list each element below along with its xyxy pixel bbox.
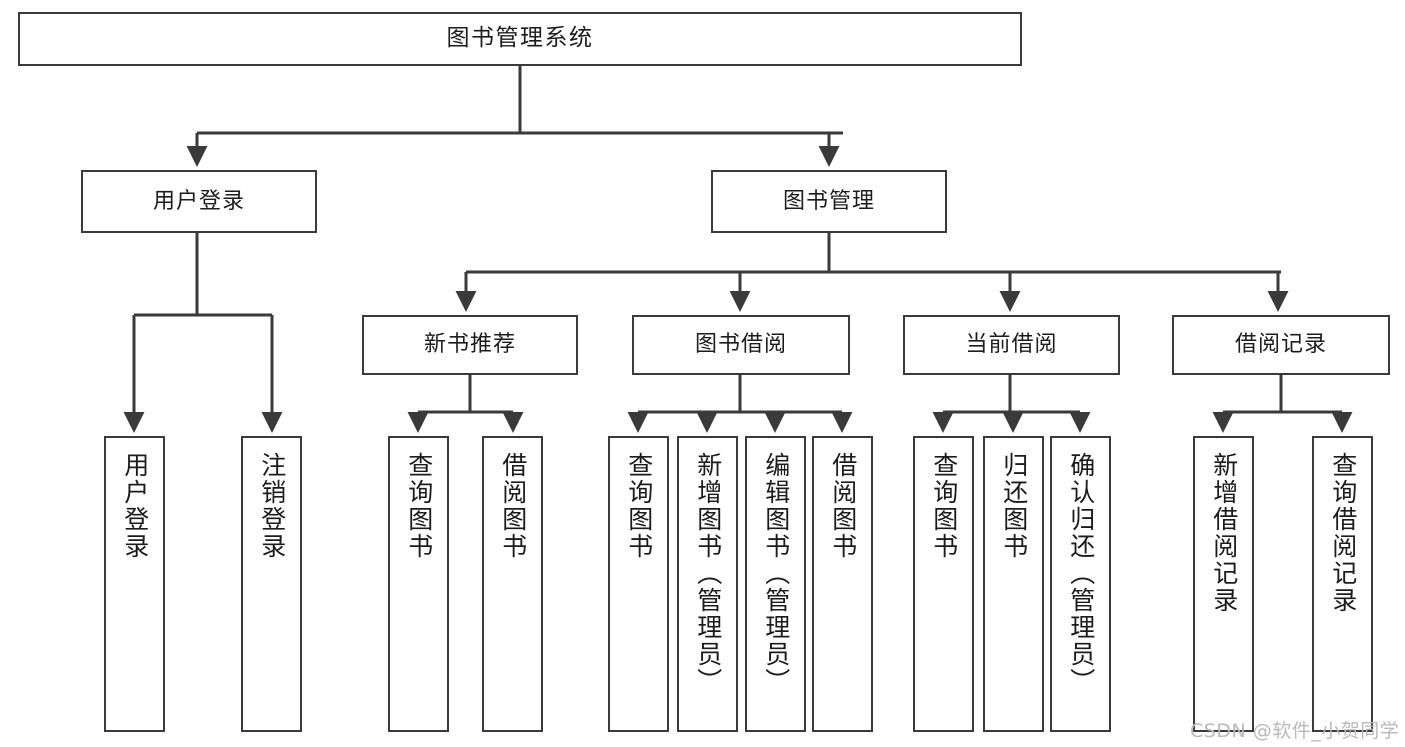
leaf-logout-login[interactable]: 注销登录 [241, 436, 302, 732]
node-label: 图书管理系统 [446, 25, 594, 52]
node-label: 查询图书 [404, 452, 434, 560]
node-label: 查询图书 [624, 452, 654, 560]
node-user-login[interactable]: 用户登录 [81, 170, 317, 233]
watermark: CSDN @软件_小贺同学 [1190, 720, 1400, 742]
node-book-borrow[interactable]: 图书借阅 [632, 315, 850, 375]
leaf-return-book[interactable]: 归还图书 [983, 436, 1044, 732]
node-label: 确认归还（管理员） [1066, 452, 1096, 695]
leaf-user-login[interactable]: 用户登录 [104, 436, 165, 732]
node-label: 借阅记录 [1234, 332, 1327, 358]
node-label: 编辑图书（管理员） [761, 452, 791, 695]
node-label: 图书借阅 [694, 332, 787, 358]
node-label: 新增借阅记录 [1209, 452, 1239, 614]
node-label: 归还图书 [999, 452, 1029, 560]
node-label: 查询图书 [929, 452, 959, 560]
node-label: 借阅图书 [498, 452, 528, 560]
node-label: 用户登录 [152, 188, 245, 214]
leaf-query-book-2[interactable]: 查询图书 [608, 436, 669, 732]
node-label: 新增图书（管理员） [693, 452, 723, 695]
node-current-borrow[interactable]: 当前借阅 [903, 315, 1120, 375]
node-label: 当前借阅 [965, 332, 1058, 358]
node-borrow-record[interactable]: 借阅记录 [1172, 315, 1390, 375]
node-label: 图书管理 [782, 188, 875, 214]
leaf-add-record[interactable]: 新增借阅记录 [1193, 436, 1254, 732]
leaf-edit-book[interactable]: 编辑图书（管理员） [745, 436, 806, 732]
node-label: 新书推荐 [423, 332, 516, 358]
node-label: 注销登录 [257, 452, 287, 560]
leaf-query-book-3[interactable]: 查询图书 [913, 436, 974, 732]
node-label: 借阅图书 [828, 452, 858, 560]
leaf-borrow-book-1[interactable]: 借阅图书 [482, 436, 543, 732]
leaf-query-book-1[interactable]: 查询图书 [388, 436, 449, 732]
node-label: 查询借阅记录 [1328, 452, 1358, 614]
node-root-system[interactable]: 图书管理系统 [18, 12, 1022, 66]
leaf-add-book[interactable]: 新增图书（管理员） [677, 436, 738, 732]
leaf-confirm-return[interactable]: 确认归还（管理员） [1050, 436, 1111, 732]
node-label: 用户登录 [120, 452, 150, 560]
leaf-borrow-book-2[interactable]: 借阅图书 [812, 436, 873, 732]
node-book-manage[interactable]: 图书管理 [711, 170, 947, 233]
leaf-query-record[interactable]: 查询借阅记录 [1312, 436, 1373, 732]
node-new-book-recommend[interactable]: 新书推荐 [362, 315, 578, 375]
